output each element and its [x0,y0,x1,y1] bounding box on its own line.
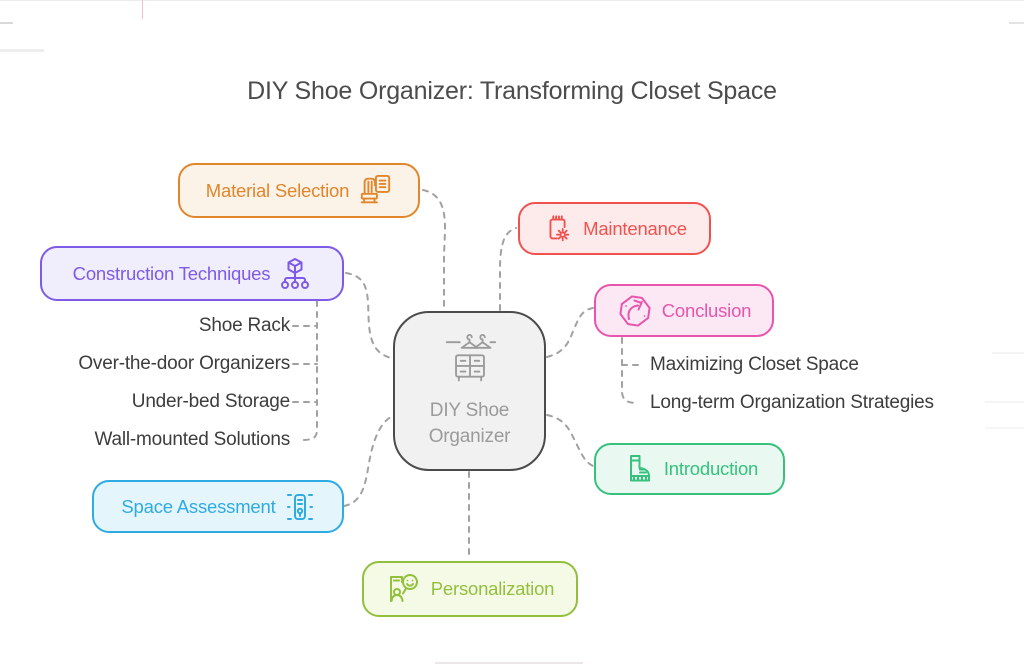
node-space-assessment[interactable]: Space Assessment [92,480,344,533]
badge-arrow-icon [617,293,653,329]
connector-space-assessment [343,416,392,507]
subnode-under-bed-storage[interactable]: Under-bed Storage [131,391,290,412]
hierarchy-icon [279,257,311,291]
canvas-artifact [142,0,143,19]
connector-construction-children [301,300,318,441]
connector-construction [345,272,392,359]
canvas-artifact [435,662,583,664]
connector-conclusion [546,307,594,358]
central-node-diy-shoe-organizer[interactable]: DIY Shoe Organizer [393,311,546,471]
subnode-wall-mounted-solutions[interactable]: Wall-mounted Solutions [94,429,290,450]
connector-conclusion-children [621,337,638,404]
armchair-document-icon [358,174,392,208]
subnode-shoe-rack[interactable]: Shoe Rack [198,315,290,336]
node-conclusion-label: Conclusion [661,299,752,321]
subnode-long-term-organization-strategies[interactable]: Long-term Organization Strategies [650,392,934,413]
connector-maintenance [499,227,517,311]
canvas-artifact [0,49,44,52]
boot-icon [621,452,655,486]
node-construction-techniques-label: Construction Techniques [72,262,271,284]
canvas-artifact [1009,22,1024,24]
node-personalization-label: Personalization [430,578,555,599]
node-maintenance-label: Maintenance [583,217,687,239]
person-smiley-icon [386,571,422,607]
canvas-artifact [992,352,1024,354]
node-construction-techniques[interactable]: Construction Techniques [40,246,344,301]
node-conclusion[interactable]: Conclusion [594,284,774,337]
central-node-label: DIY Shoe Organizer [428,400,511,447]
canvas-artifact [0,0,1024,1]
node-introduction[interactable]: Introduction [594,443,785,495]
subnode-maximizing-closet-space[interactable]: Maximizing Closet Space [650,354,859,375]
node-material-selection-label: Material Selection [205,179,350,201]
connector-introduction [546,414,594,467]
canvas-artifact [0,22,13,24]
node-personalization[interactable]: Personalization [362,561,578,617]
canvas-artifact [985,427,1024,429]
node-material-selection[interactable]: Material Selection [178,163,420,218]
notepad-gear-icon [542,213,574,245]
hanger-dresser-icon [441,332,499,392]
node-space-assessment-label: Space Assessment [121,495,276,517]
canvas-artifact [985,401,1024,403]
connector-material [422,189,446,311]
ruler-icon [285,491,315,523]
node-maintenance[interactable]: Maintenance [518,202,711,255]
page-title: DIY Shoe Organizer: Transforming Closet … [247,77,777,105]
node-introduction-label: Introduction [663,458,759,479]
subnode-over-the-door-organizers[interactable]: Over-the-door Organizers [78,353,290,374]
